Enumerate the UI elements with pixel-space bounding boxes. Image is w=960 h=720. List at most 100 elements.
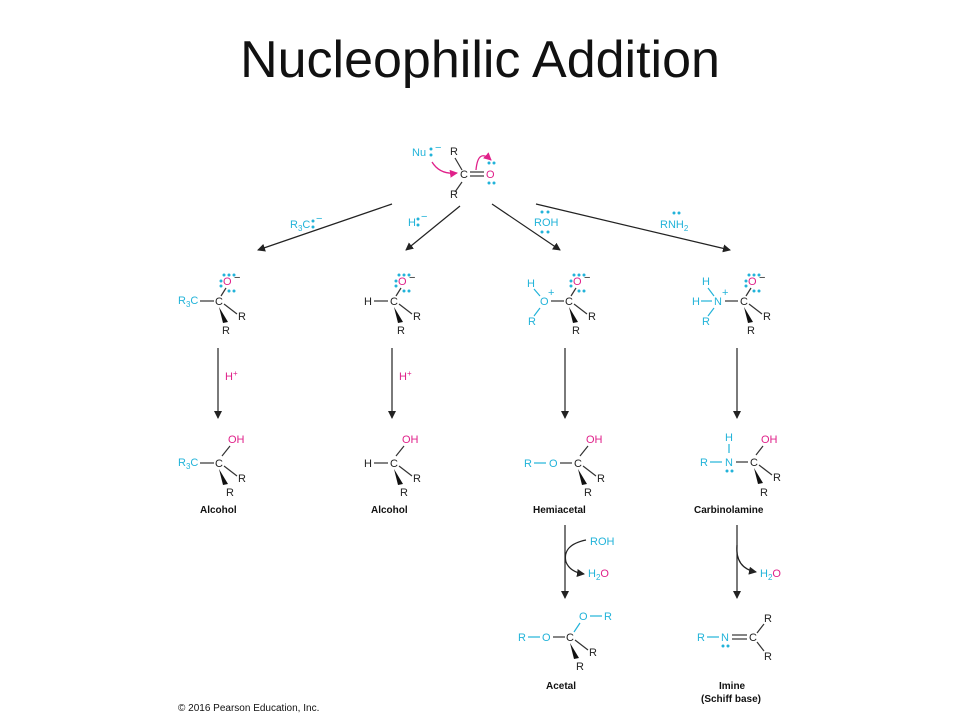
svg-text:R: R <box>589 647 597 659</box>
carbonyl-carbon: C <box>460 169 468 181</box>
svg-text:+: + <box>722 287 728 299</box>
svg-text:O: O <box>540 296 549 308</box>
svg-text:R: R <box>524 458 532 470</box>
svg-text:R: R <box>397 325 405 337</box>
label-hemiacetal: Hemiacetal <box>533 505 586 516</box>
svg-text:H: H <box>725 432 733 444</box>
carbonyl-r-top: R <box>450 146 458 158</box>
svg-text:R: R <box>222 325 230 337</box>
svg-text:H: H <box>692 296 700 308</box>
reagent-amine: RNH2 <box>660 219 689 233</box>
svg-text:H: H <box>364 458 372 470</box>
svg-text:O: O <box>748 276 757 288</box>
nucleophile-lone-pair <box>429 147 433 157</box>
svg-text:N: N <box>714 296 722 308</box>
svg-text:OH: OH <box>761 434 778 446</box>
svg-text:C: C <box>566 632 574 644</box>
svg-text:O: O <box>573 276 582 288</box>
svg-text:−: − <box>759 272 765 284</box>
svg-text:C: C <box>565 296 573 308</box>
attack-arrow <box>431 161 458 178</box>
svg-text:C: C <box>749 632 757 644</box>
svg-text:R: R <box>747 325 755 337</box>
svg-text:−: − <box>234 272 240 284</box>
copyright-notice: © 2016 Pearson Education, Inc. <box>178 703 320 714</box>
alcohol-product-1: OH R3C C R R <box>178 434 246 499</box>
svg-text:R: R <box>763 311 771 323</box>
label-schiff-base: (Schiff base) <box>701 694 761 705</box>
carbinolamine-structure: H N R C OH R R <box>700 432 781 499</box>
reagent-hydride: H <box>408 217 416 229</box>
oxonium-intermediate: H O + R C O − R R <box>527 272 596 337</box>
proton-label-2: H+ <box>399 369 412 383</box>
svg-text:−: − <box>584 272 590 284</box>
svg-text:C: C <box>215 458 223 470</box>
electron-shift-arrow <box>475 152 492 171</box>
svg-text:R: R <box>226 487 234 499</box>
svg-text:R: R <box>576 661 584 673</box>
svg-text:O: O <box>579 611 588 623</box>
svg-text:R: R <box>764 651 772 663</box>
svg-text:R: R <box>584 487 592 499</box>
svg-text:R: R <box>760 487 768 499</box>
svg-text:R: R <box>528 316 536 328</box>
svg-text:C: C <box>390 296 398 308</box>
label-alcohol-1: Alcohol <box>200 505 237 516</box>
svg-text:R: R <box>413 311 421 323</box>
imine-structure: R N C R R <box>697 613 772 663</box>
svg-text:N: N <box>725 457 733 469</box>
svg-text:R: R <box>697 632 705 644</box>
svg-text:C: C <box>390 458 398 470</box>
svg-text:R: R <box>518 632 526 644</box>
alcohol-product-2: OH H C R R <box>364 434 421 499</box>
reagent-roh-2: ROH <box>590 536 615 548</box>
nucleophile-label: Nu <box>412 147 426 159</box>
svg-text:C: C <box>750 457 758 469</box>
svg-text:R: R <box>588 311 596 323</box>
acetal-structure: O R R O C R R <box>518 611 612 673</box>
svg-text:R: R <box>773 472 781 484</box>
carbonyl-r-bottom: R <box>450 189 458 201</box>
reagent-r3c: R3C <box>290 219 310 233</box>
svg-text:R3C: R3C <box>178 295 198 309</box>
svg-text:R3C: R3C <box>178 457 198 471</box>
proton-label-1: H+ <box>225 369 238 383</box>
svg-text:OH: OH <box>228 434 245 446</box>
svg-text:R: R <box>572 325 580 337</box>
svg-text:−: − <box>316 213 322 225</box>
svg-text:O: O <box>398 276 407 288</box>
svg-text:O: O <box>549 458 558 470</box>
svg-text:R: R <box>764 613 772 625</box>
svg-text:R: R <box>238 311 246 323</box>
svg-text:+: + <box>548 287 554 299</box>
svg-text:O: O <box>223 276 232 288</box>
nucleophile-charge: − <box>435 142 441 154</box>
diverging-arrows: R3C − H − ROH RNH2 <box>257 203 731 253</box>
alkoxide-2: O − H C R R <box>364 272 421 337</box>
reagent-alcohol: ROH <box>534 217 559 229</box>
svg-text:OH: OH <box>586 434 603 446</box>
svg-text:N: N <box>721 632 729 644</box>
svg-text:−: − <box>421 211 427 223</box>
svg-text:C: C <box>215 296 223 308</box>
label-alcohol-2: Alcohol <box>371 505 408 516</box>
label-imine: Imine <box>719 681 746 692</box>
water-1: H2O <box>588 568 609 582</box>
label-carbinolamine: Carbinolamine <box>694 505 764 516</box>
ammonium-intermediate: H H N + R C O − R R <box>692 272 771 337</box>
svg-text:−: − <box>409 272 415 284</box>
label-acetal: Acetal <box>546 681 576 692</box>
carbonyl-oxygen: O <box>486 169 495 181</box>
svg-text:H: H <box>364 296 372 308</box>
carbonyl-reactant: Nu − R C R O <box>412 142 496 201</box>
svg-text:C: C <box>574 458 582 470</box>
svg-text:R: R <box>702 316 710 328</box>
svg-text:R: R <box>597 473 605 485</box>
svg-text:R: R <box>238 473 246 485</box>
slide-title: Nucleophilic Addition <box>240 31 720 89</box>
svg-text:OH: OH <box>402 434 419 446</box>
svg-text:O: O <box>542 632 551 644</box>
svg-text:H: H <box>702 276 710 288</box>
svg-text:C: C <box>740 296 748 308</box>
